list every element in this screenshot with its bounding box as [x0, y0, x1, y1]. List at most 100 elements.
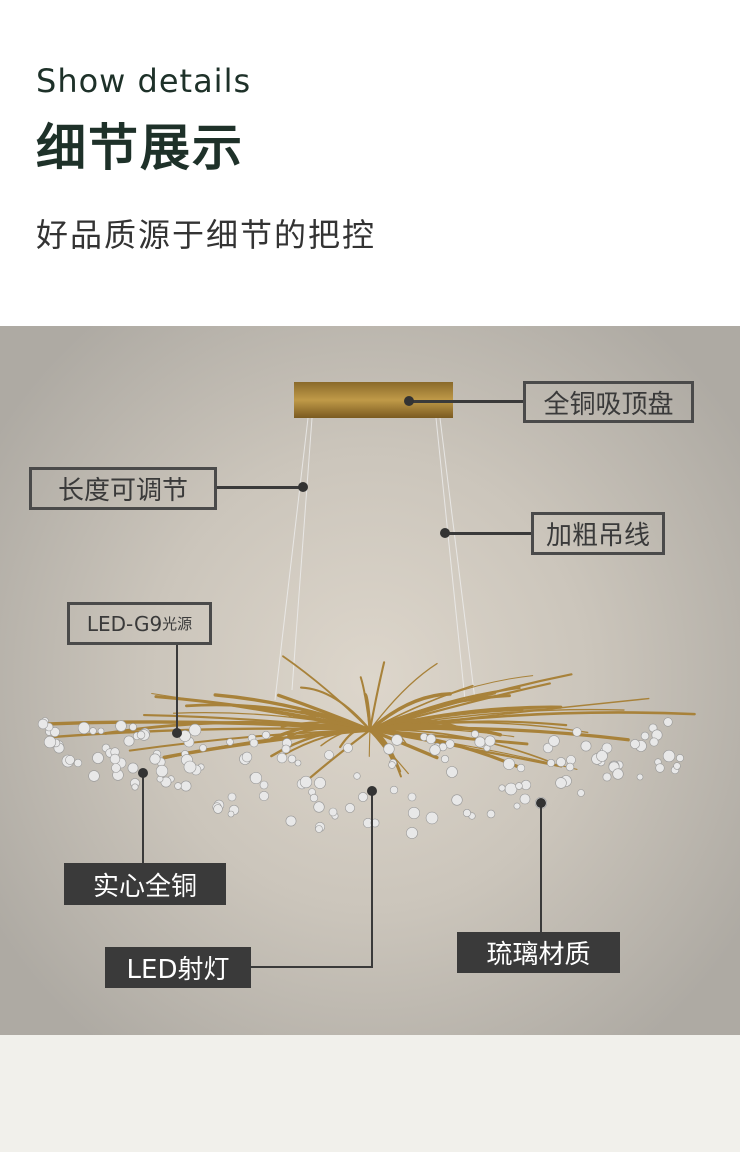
crystal-drop	[655, 763, 665, 773]
crystal-drop	[285, 815, 297, 827]
crystal-drop	[328, 807, 338, 817]
crystal-drop	[519, 793, 531, 805]
crystal-drop	[446, 766, 458, 778]
crystal-drop	[471, 730, 479, 738]
crystal-drop	[663, 717, 673, 727]
branch	[172, 712, 371, 731]
crystal-drop	[174, 782, 182, 790]
callout-length: 长度可调节	[29, 467, 217, 510]
crystal-drop	[555, 777, 567, 789]
crystal-drop	[630, 739, 640, 749]
branch	[368, 728, 529, 746]
crystal-drop	[425, 733, 437, 745]
crystal-drop	[513, 802, 521, 810]
crystal-drop	[406, 827, 418, 839]
crystal-drop	[515, 782, 523, 790]
title-cn: 细节展示	[36, 119, 244, 177]
branch	[369, 728, 553, 764]
crystal-drop	[389, 785, 399, 795]
crystal-drop	[315, 825, 323, 833]
crystal-drop	[345, 803, 355, 813]
crystal-drop	[429, 744, 441, 756]
branch	[369, 693, 497, 731]
crystal-drop	[227, 810, 235, 818]
branch	[282, 655, 371, 731]
crystal-drop	[259, 780, 269, 790]
bulb-suffix: 光源	[162, 615, 193, 633]
crystal-drop	[258, 790, 269, 801]
crystal-drop	[602, 772, 612, 782]
crystal-drop	[281, 744, 291, 754]
crystal-drop	[636, 773, 644, 781]
glass-dot	[536, 798, 546, 808]
crystal-drop	[520, 779, 532, 791]
branch	[369, 675, 534, 731]
callout-spot: LED射灯	[105, 947, 251, 988]
crystal-drop	[343, 743, 353, 753]
crystal-drop	[37, 718, 49, 730]
crystal-drop	[542, 742, 554, 754]
canopy-dot	[404, 396, 414, 406]
crystal-drop	[213, 804, 223, 814]
crystal-drop	[314, 777, 326, 789]
wire-dot	[440, 528, 450, 538]
crystal-drop	[227, 792, 237, 802]
crystal-drop	[486, 809, 496, 819]
crystal-drop	[383, 743, 395, 755]
crystal-drop	[577, 789, 585, 797]
crystal-drop	[353, 772, 361, 780]
branch	[368, 705, 563, 732]
product-scene	[0, 326, 740, 1035]
callout-glass: 琉璃材质	[457, 932, 620, 973]
bulb-prefix: LED-G9	[86, 611, 163, 636]
crystal-drop	[580, 740, 592, 752]
crystal-drop	[649, 737, 659, 747]
crystal-drop	[388, 761, 396, 769]
crystal-drop	[556, 757, 566, 767]
crystal-drop	[484, 735, 496, 747]
crystal-drop	[89, 727, 97, 735]
crystal-drop	[358, 792, 368, 802]
crystal-drop	[407, 806, 420, 819]
crystal-drop	[391, 734, 403, 746]
crystal-drop	[129, 723, 137, 731]
crystal-drop	[183, 760, 197, 774]
crystal-drop	[261, 730, 271, 740]
crystal-drop	[97, 727, 105, 735]
spot-dot	[367, 786, 377, 796]
crystal-drop	[572, 727, 582, 737]
crystal-drop	[250, 771, 263, 784]
crystal-drop	[92, 752, 104, 764]
crystal-drop	[503, 758, 515, 770]
callout-wire: 加粗吊线	[531, 512, 665, 555]
crystal-drop	[440, 754, 449, 763]
crystal-drop	[498, 784, 506, 792]
crystal-drop	[662, 749, 676, 763]
crystal-drop	[77, 721, 91, 735]
crystal-drop	[188, 723, 202, 737]
crystal-drop	[287, 754, 297, 764]
branch	[368, 661, 386, 732]
crystal-drop	[127, 762, 139, 774]
crystal-drop	[546, 758, 555, 767]
crystal-drop	[612, 768, 624, 780]
crystal-drop	[249, 738, 259, 748]
callout-canopy: 全铜吸顶盘	[523, 381, 694, 423]
branch	[368, 728, 563, 768]
bulb-dot	[172, 728, 182, 738]
crystal-drop	[155, 764, 169, 778]
crystal-drop	[407, 792, 417, 802]
branch	[368, 723, 503, 737]
crystal-drop	[199, 744, 207, 752]
callout-copper: 实心全铜	[64, 863, 226, 905]
crystal-drop	[149, 753, 161, 765]
crystal-drop	[73, 758, 83, 768]
crystal-drop	[309, 793, 319, 803]
crystal-drop	[111, 763, 121, 773]
crystal-drop	[294, 759, 302, 767]
crystal-drop	[425, 811, 439, 825]
crystal-drop	[596, 750, 608, 762]
crystal-drop	[115, 720, 127, 732]
title-en: Show details	[36, 62, 252, 100]
